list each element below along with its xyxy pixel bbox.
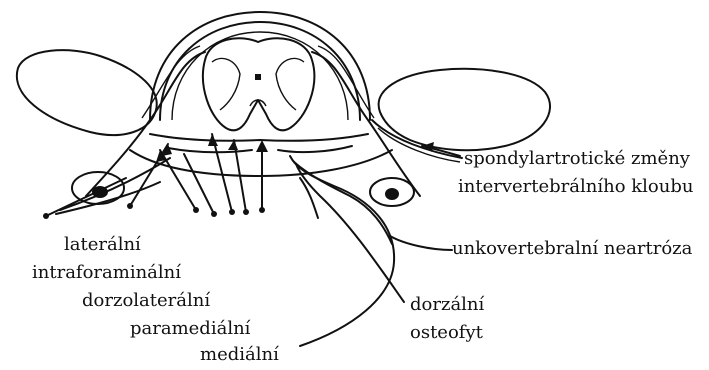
vertebral-body xyxy=(150,134,368,141)
spinal-cord xyxy=(203,38,314,130)
label-uncovertebral: unkovertebralní neartróza xyxy=(452,240,692,258)
label-spondylarthrotic-line2: intervertebrálního kloubu xyxy=(458,178,693,196)
label-spondylarthrotic-line1: spondylartrotické změny xyxy=(464,150,690,168)
pointer-medial-curve xyxy=(290,156,394,346)
label-dorsal-line2: osteofyt xyxy=(410,324,483,342)
pointer-uncovertebral xyxy=(390,236,452,250)
left-articular-process xyxy=(17,50,157,135)
pointer-lateral xyxy=(46,178,126,216)
label-dorsolateral: dorzolaterální xyxy=(82,292,210,310)
label-intraforaminal: intraforaminální xyxy=(32,264,181,282)
label-dorsal-line1: dorzální xyxy=(410,296,484,314)
label-medial: mediální xyxy=(200,346,279,364)
label-lateral: laterální xyxy=(64,236,141,254)
label-paramedial: paramediální xyxy=(130,320,250,338)
pointer-dorsal-osteophyte xyxy=(296,164,404,302)
right-articular-process xyxy=(379,69,550,150)
